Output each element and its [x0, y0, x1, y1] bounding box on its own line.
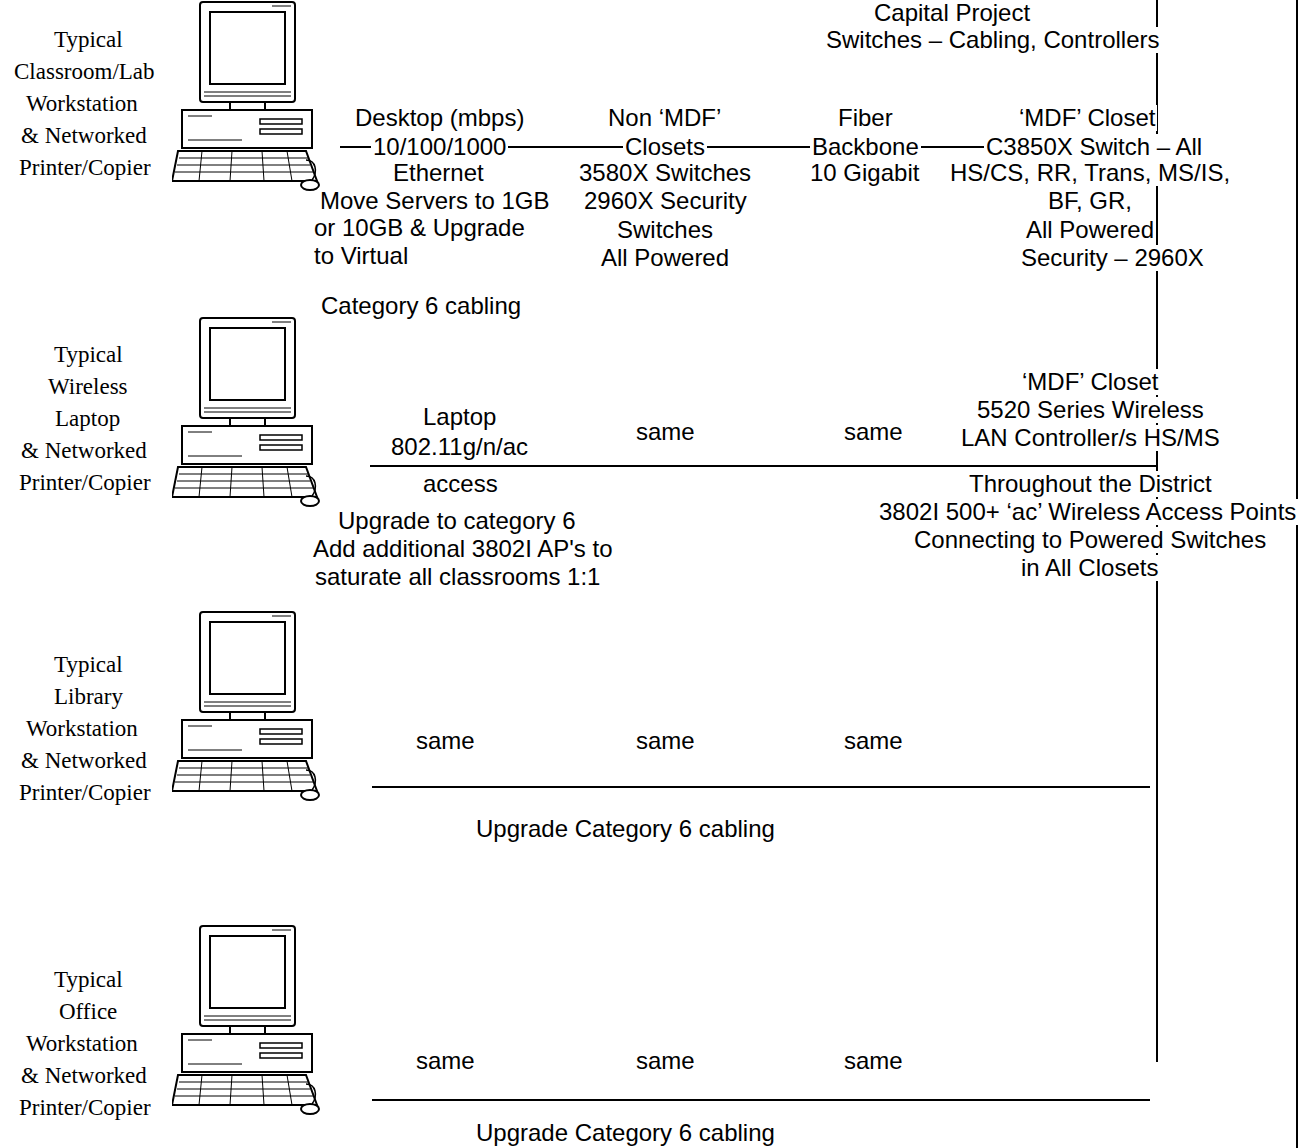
- diagram-label: All Powered: [1024, 217, 1156, 243]
- workstation-label: & Networked: [19, 748, 149, 774]
- diagram-label: All Powered: [599, 245, 731, 271]
- diagram-label: Non ‘MDF’: [606, 105, 723, 131]
- diagram-label: Closets: [623, 134, 707, 160]
- workstation-label: Typical: [52, 342, 125, 368]
- diagram-label: 10/100/1000: [371, 134, 508, 160]
- diagram-label: Fiber: [836, 105, 895, 131]
- connection-line: [370, 465, 1157, 467]
- workstation-label: Workstation: [24, 716, 140, 742]
- diagram-label: 2960X Security: [582, 188, 749, 214]
- workstation-label: Library: [52, 684, 125, 710]
- workstation-icon: [172, 926, 319, 1114]
- diagram-label: or 10GB & Upgrade: [312, 215, 527, 241]
- workstation-label: & Networked: [19, 438, 149, 464]
- diagram-label: Upgrade to category 6: [336, 508, 577, 534]
- diagram-label: 3802I 500+ ‘ac’ Wireless Access Points: [877, 499, 1298, 525]
- diagram-label: same: [842, 728, 905, 754]
- diagram-label: Backbone: [810, 134, 921, 160]
- workstation-label: Laptop: [53, 406, 122, 432]
- workstation-label: & Networked: [19, 1063, 149, 1089]
- diagram-label: Desktop (mbps): [353, 105, 526, 131]
- diagram-label: Laptop: [421, 404, 498, 430]
- workstation-label: & Networked: [19, 123, 149, 149]
- diagram-label: C3850X Switch – All: [984, 134, 1204, 160]
- workstation-icon: [172, 612, 319, 800]
- diagram-label: LAN Controller/s HS/MS: [959, 425, 1222, 451]
- workstation-label: Printer/Copier: [17, 155, 153, 181]
- workstation-icon: [172, 318, 319, 506]
- workstation-label: Typical: [52, 967, 125, 993]
- diagram-label: Upgrade Category 6 cabling: [474, 816, 777, 842]
- workstation-label: Typical: [52, 27, 125, 53]
- diagram-label: ‘MDF’ Closet: [1020, 369, 1160, 395]
- diagram-label: same: [842, 1048, 905, 1074]
- diagram-label: 802.11g/n/ac: [389, 434, 530, 460]
- diagram-label: Throughout the District: [967, 471, 1214, 497]
- workstation-label: Printer/Copier: [17, 1095, 153, 1121]
- workstation-icon: [172, 2, 319, 190]
- diagram-label: Capital Project: [872, 0, 1032, 26]
- diagram-label: saturate all classrooms 1:1: [313, 564, 602, 590]
- diagram-label: 3580X Switches: [577, 160, 753, 186]
- diagram-label: Upgrade Category 6 cabling: [474, 1120, 777, 1146]
- diagram-label: same: [634, 1048, 697, 1074]
- diagram-label: same: [634, 728, 697, 754]
- diagram-label: to Virtual: [312, 243, 410, 269]
- workstation-label: Office: [57, 999, 119, 1025]
- workstation-label: Workstation: [24, 91, 140, 117]
- diagram-label: 10 Gigabit: [808, 160, 921, 186]
- diagram-label: access: [421, 471, 500, 497]
- workstation-label: Wireless: [46, 374, 130, 400]
- diagram-label: same: [414, 1048, 477, 1074]
- diagram-label: Switches – Cabling, Controllers: [824, 27, 1161, 53]
- connection-line: [372, 786, 1150, 788]
- workstation-label: Typical: [52, 652, 125, 678]
- diagram-label: same: [842, 419, 905, 445]
- diagram-label: same: [634, 419, 697, 445]
- diagram-label: Switches: [615, 217, 715, 243]
- diagram-label: Add additional 3802I AP's to: [311, 536, 614, 562]
- diagram-label: in All Closets: [1019, 555, 1160, 581]
- diagram-label: ‘MDF’ Closet: [1017, 105, 1157, 131]
- diagram-label: Move Servers to 1GB: [318, 188, 551, 214]
- workstation-label: Classroom/Lab: [12, 59, 157, 85]
- workstation-label: Workstation: [24, 1031, 140, 1057]
- diagram-label: same: [414, 728, 477, 754]
- diagram-label: Security – 2960X: [1019, 245, 1206, 271]
- diagram-label: BF, GR,: [1046, 188, 1134, 214]
- diagram-label: Ethernet: [391, 160, 486, 186]
- diagram-label: 5520 Series Wireless: [975, 397, 1206, 423]
- border-line: [1296, 0, 1298, 1148]
- diagram-label: Connecting to Powered Switches: [912, 527, 1268, 553]
- diagram-label: HS/CS, RR, Trans, MS/IS,: [948, 160, 1232, 186]
- workstation-label: Printer/Copier: [17, 780, 153, 806]
- workstation-label: Printer/Copier: [17, 470, 153, 496]
- diagram-label: Category 6 cabling: [319, 293, 523, 319]
- connection-line: [372, 1099, 1150, 1101]
